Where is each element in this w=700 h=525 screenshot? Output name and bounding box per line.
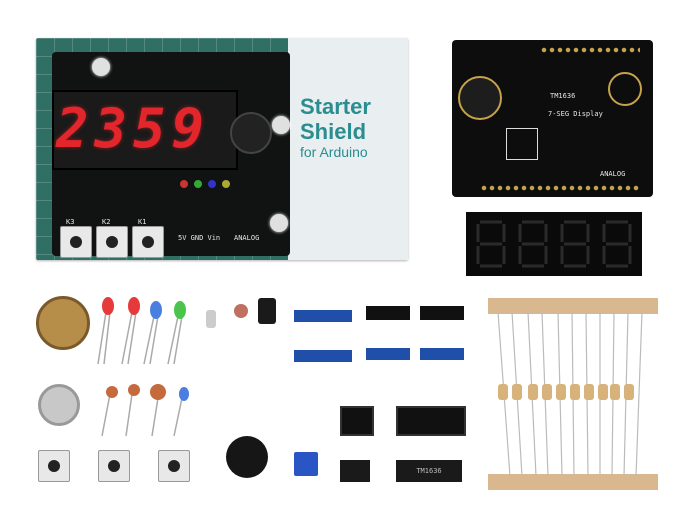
tactile-button-2	[98, 450, 130, 482]
box-label-panel	[288, 38, 408, 260]
pcb-header-pads-bottom	[480, 184, 640, 192]
ic-socket-small	[340, 406, 374, 436]
shield-button-k2	[96, 226, 128, 258]
red-led-icon	[102, 297, 114, 315]
box-title-line1: Starter	[300, 94, 371, 119]
trimmer-potentiometer	[294, 452, 318, 476]
pcb-chip-label: TM1636	[550, 92, 576, 100]
standoff-bottom	[270, 214, 288, 232]
female-header-1	[366, 306, 410, 320]
resistor-tape-bottom	[488, 474, 658, 490]
tactile-button-3	[158, 450, 190, 482]
female-header-2	[420, 306, 464, 320]
box-title: Starter Shield	[300, 94, 410, 144]
four-digit-display-segments	[476, 220, 632, 268]
green-led-icon	[174, 301, 186, 319]
label-power-shield: 5V GND Vin	[178, 234, 221, 242]
pcb-ic-socket-footprint	[506, 128, 538, 160]
standoff-right	[272, 116, 290, 134]
label-k1: K1	[138, 218, 147, 226]
ic-socket-large	[396, 406, 466, 436]
coin-cell-holder	[36, 296, 90, 350]
male-header-strip-3	[366, 348, 410, 360]
box-title-line2: Shield	[300, 119, 367, 144]
label-k2: K2	[102, 218, 111, 226]
shield-button-k3	[60, 226, 92, 258]
seven-segment-display	[52, 90, 238, 170]
coin-cell-battery	[38, 384, 80, 426]
tactile-button-1	[38, 450, 70, 482]
pcb-header-pads-top	[540, 46, 640, 54]
box-subtitle: for Arduino	[300, 144, 368, 160]
display-digits: 2359	[56, 97, 211, 160]
red-led-icon	[128, 297, 140, 315]
ic-chip-small	[340, 460, 370, 482]
photoresistor	[234, 304, 248, 318]
pcb-display-label: 7-SEG Display	[548, 110, 603, 118]
resistor-strip	[497, 312, 643, 476]
label-k3: K3	[66, 218, 75, 226]
crystal	[206, 310, 216, 328]
resistor-tape-top	[488, 298, 658, 314]
shield-button-k1	[132, 226, 164, 258]
male-header-strip-4	[420, 348, 464, 360]
pcb-analog-label: ANALOG	[600, 170, 626, 178]
label-analog-shield: ANALOG	[234, 234, 260, 242]
shield-led-row	[180, 180, 270, 194]
buzzer-on-shield	[230, 112, 272, 154]
male-header-strip-2	[294, 350, 352, 362]
ceramic-capacitors	[101, 384, 189, 437]
buzzer	[226, 436, 268, 478]
ic-chip-tm1636: TM1636	[396, 460, 462, 482]
pcb-sound-footprint	[608, 72, 642, 106]
led-group	[97, 297, 186, 365]
pcb-buzzer-footprint	[458, 76, 502, 120]
standoff-top	[92, 58, 110, 76]
blue-led-icon	[150, 301, 162, 319]
electrolytic-capacitor	[258, 298, 276, 324]
male-header-strip-1	[294, 310, 352, 322]
